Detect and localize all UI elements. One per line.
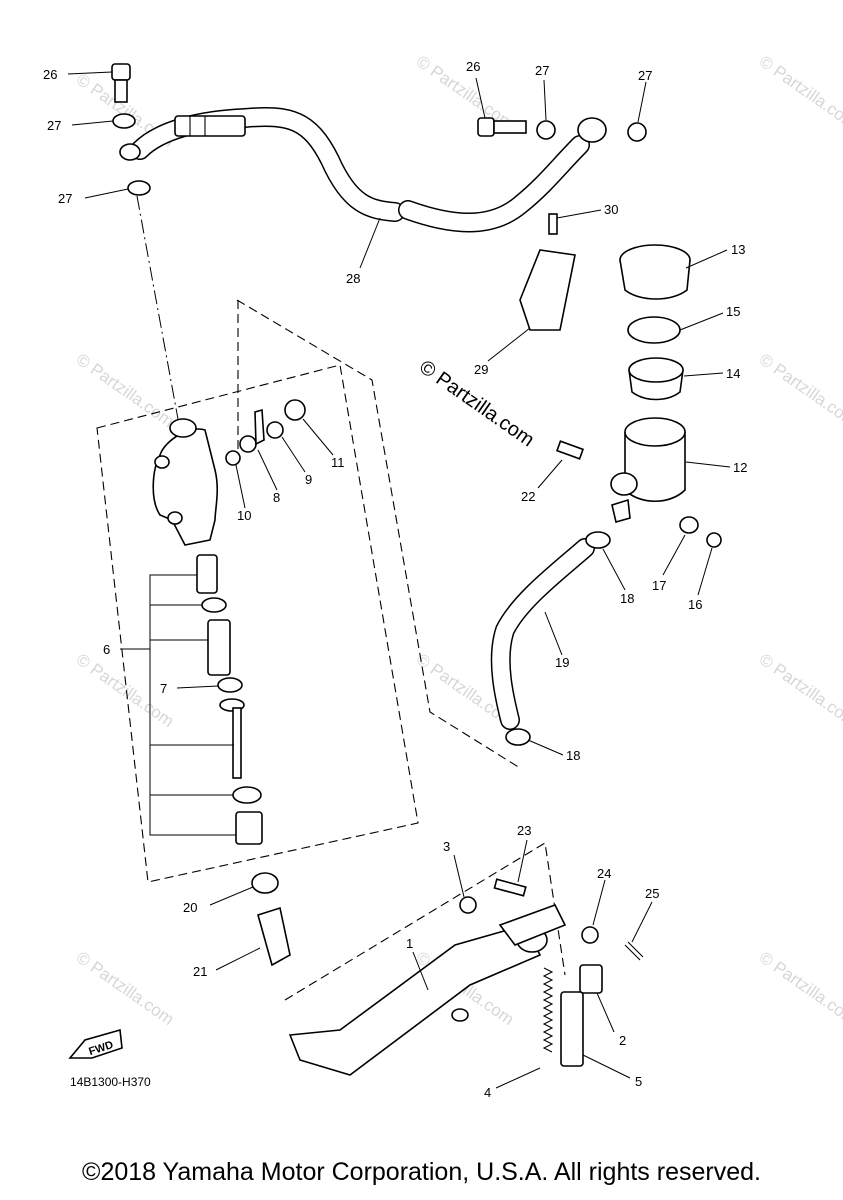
callout-5: 5: [635, 1074, 642, 1089]
callout-24: 24: [597, 866, 611, 881]
circlip-9: [266, 421, 284, 439]
hose-clip-18a: [585, 531, 611, 549]
bolt-2: [579, 964, 603, 994]
leader-lines: [67, 71, 731, 1089]
callout-16: 16: [688, 597, 702, 612]
callout-8: 8: [273, 490, 280, 505]
callout-29: 29: [474, 362, 488, 377]
callout-12: 12: [733, 460, 747, 475]
callout-3: 3: [443, 839, 450, 854]
callout-26: 26: [466, 59, 480, 74]
diaphragm-14: [628, 357, 684, 401]
bushing-16: [706, 532, 722, 548]
cotter-pin-25: [624, 941, 644, 961]
callout-4: 4: [484, 1085, 491, 1100]
banjo-bolt-top-right: [477, 117, 527, 137]
reservoir-cap-13: [619, 244, 691, 300]
spring-4: [542, 967, 554, 1053]
banjo-fitting: [577, 117, 607, 143]
kit-bracket: [120, 574, 197, 650]
reservoir-tank-12: [610, 417, 686, 523]
callout-19: 19: [555, 655, 569, 670]
callout-26: 26: [43, 67, 57, 82]
callout-labels: 26 27 27 26 27 27 28 30 13 15 14 29 11 9…: [43, 59, 747, 1100]
washer-24: [581, 926, 599, 944]
hose-clip-18b: [505, 728, 531, 746]
callout-9: 9: [305, 472, 312, 487]
screw-30: [548, 213, 558, 235]
callout-27: 27: [47, 118, 61, 133]
callout-18: 18: [620, 591, 634, 606]
callout-20: 20: [183, 900, 197, 915]
nut-20: [251, 872, 279, 894]
callout-21: 21: [193, 964, 207, 979]
hose-guide-29: [519, 249, 576, 331]
washer-27d: [627, 122, 647, 142]
washer-27c: [536, 120, 556, 140]
pin-23: [493, 878, 527, 897]
watermark: © Partzilla.com: [756, 650, 843, 731]
diagram-code: 14B1300-H370: [70, 1075, 151, 1089]
fwd-arrow-icon: FWD: [68, 1028, 123, 1059]
callout-14: 14: [726, 366, 740, 381]
piston-kit: [196, 554, 263, 845]
pedal-arm: [498, 904, 567, 946]
diaphragm-plate-15: [627, 316, 681, 344]
outline-pedal-assembly: [284, 842, 566, 1001]
watermark: © Partzilla.com: [73, 350, 178, 431]
master-cylinder-body: [152, 418, 218, 546]
watermark: © Partzilla.com: [756, 948, 843, 1029]
callout-11: 11: [331, 455, 345, 470]
seal-11: [284, 399, 306, 421]
outline-reservoir-hose: [236, 299, 521, 769]
centerline-bolt: [136, 195, 181, 431]
callout-1: 1: [406, 936, 413, 951]
grommet-17: [679, 516, 699, 534]
callout-2: 2: [619, 1033, 626, 1048]
watermark: © Partzilla.com: [756, 350, 843, 431]
clevis-21: [257, 906, 291, 967]
screw-22: [555, 440, 585, 460]
o-ring-10: [225, 450, 241, 466]
watermark: © Partzilla.com: [73, 948, 178, 1029]
callout-27: 27: [535, 63, 549, 78]
washer-27a: [112, 113, 136, 129]
washer-27b: [127, 180, 151, 196]
callout-28: 28: [346, 271, 360, 286]
joint-8: [239, 435, 257, 453]
callout-15: 15: [726, 304, 740, 319]
callout-23: 23: [517, 823, 531, 838]
callout-22: 22: [521, 489, 535, 504]
callout-10: 10: [237, 508, 251, 523]
callout-7: 7: [160, 681, 167, 696]
callout-30: 30: [604, 202, 618, 217]
callout-27: 27: [638, 68, 652, 83]
assembly-outline-6: [96, 364, 419, 883]
callout-17: 17: [652, 578, 666, 593]
washer-3: [459, 896, 477, 914]
watermark: © Partzilla.com: [756, 52, 843, 133]
callout-27: 27: [58, 191, 72, 206]
callout-6: 6: [103, 642, 110, 657]
callout-18: 18: [566, 748, 580, 763]
brake-hose: [119, 106, 590, 233]
banjo-bolt-top-left: [111, 63, 131, 103]
callout-13: 13: [731, 242, 745, 257]
brake-pedal-1: [288, 924, 548, 1076]
collar-5: [560, 991, 584, 1067]
hose-joint-8b: [254, 408, 265, 446]
callout-25: 25: [645, 886, 659, 901]
reservoir-hose-19: [490, 538, 595, 730]
copyright-notice: ©2018 Yamaha Motor Corporation, U.S.A. A…: [82, 1158, 761, 1186]
